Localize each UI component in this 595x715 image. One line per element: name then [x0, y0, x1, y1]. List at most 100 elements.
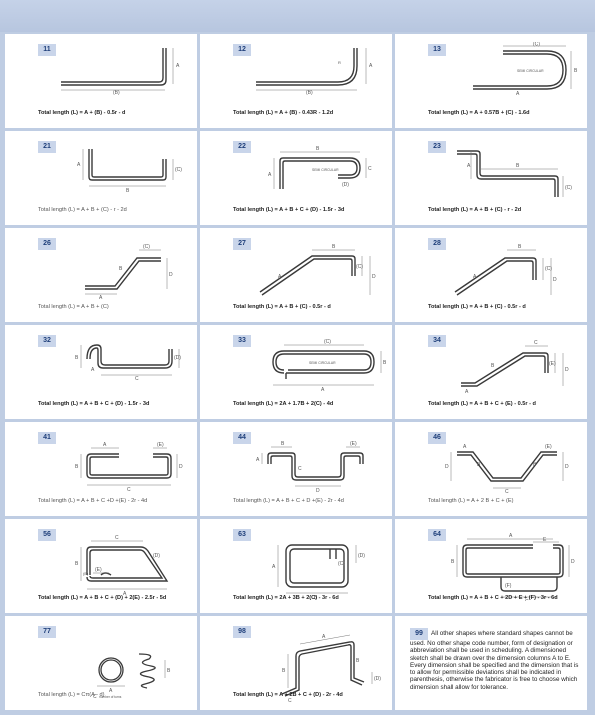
dimension-label: A	[369, 63, 373, 69]
shape-cell-22: 22 B A C SEMI CIRCULAR (D) Total length …	[200, 131, 392, 225]
shape-cell-77: 77 A B C number of turns Total length (L…	[5, 616, 197, 710]
dimension-label: B	[281, 441, 285, 447]
dimension-label: (D)	[153, 553, 160, 559]
shape-12-diagram: (B) A R	[256, 48, 373, 96]
shape-code-badge: 46	[428, 432, 446, 444]
dimension-label: C	[127, 487, 131, 493]
shape-cell-63: 63 A (D) B (C) Total length (L) = 2A + 3…	[200, 519, 392, 613]
dimension-label: A	[321, 387, 325, 393]
dimension-label: (B)	[113, 90, 120, 96]
dimension-label: (E)	[350, 441, 357, 447]
shape-cell-44: 44 B (E) A D C Total length (L) = A + B …	[200, 422, 392, 516]
dimension-label: B	[477, 462, 481, 468]
dimension-label: B	[119, 266, 123, 272]
shape-27-diagram: A B (C) D	[259, 244, 376, 296]
dimension-label: (E)	[549, 361, 556, 367]
svg-text:R: R	[338, 60, 341, 65]
dimension-label: (D)	[174, 355, 181, 361]
shape-code-badge: 28	[428, 238, 446, 250]
shape-cell-23: 23 A B (C) Total length (L) = A + B + (C…	[395, 131, 587, 225]
shape-28-diagram: A B (C) D	[454, 244, 557, 296]
dimension-label: A	[516, 91, 520, 97]
shape-41-diagram: A (E) B D C	[75, 442, 183, 493]
dimension-label: D	[372, 274, 376, 280]
shape-22-diagram: B A C SEMI CIRCULAR (D)	[268, 146, 372, 189]
dimension-label: C	[368, 166, 372, 172]
shape-cell-21: 21 A B (C) Total length (L) = A + B + (C…	[5, 131, 197, 225]
shape-code-badge: 22	[233, 141, 251, 153]
dimension-label: (D)	[342, 182, 349, 188]
shape-code-badge: 34	[428, 335, 446, 347]
total-length-formula: Total length (L) = 2A + 1.7B + 2(C) - 4d	[233, 401, 334, 407]
dimension-label: (E)	[545, 444, 552, 450]
shape-cell-98: 98 A B B (D) C Total length (L) = A + 2B…	[200, 616, 392, 710]
shape-64-diagram: A E B D C (F)	[451, 533, 575, 601]
dimension-label: C	[93, 694, 97, 700]
shape-34-diagram: A B C (E) D	[461, 340, 569, 395]
shape-11-diagram: (B) A	[61, 48, 180, 96]
shape-44-diagram: B (E) A D C	[256, 441, 364, 494]
shape-33-diagram: (C) SEMI CIRCULAR B A	[272, 339, 386, 393]
shape-code-badge: 98	[233, 626, 251, 638]
dimension-label: B	[451, 559, 455, 565]
dimension-label: B	[75, 355, 79, 361]
dimension-label: D	[445, 464, 449, 470]
dimension-label: A	[509, 533, 513, 539]
dimension-label: (C)	[545, 266, 552, 272]
dimension-label: B	[516, 163, 520, 169]
dimension-label: A	[103, 442, 107, 448]
total-length-formula: Total length (L) = A + B + (C)	[38, 304, 109, 310]
dimension-label: B	[491, 363, 495, 369]
shape-code-badge: 64	[428, 529, 446, 541]
shape-56-diagram: C B A (D) (E) (E)	[75, 535, 169, 597]
dimension-label: B	[75, 464, 79, 470]
dimension-label: C	[288, 698, 292, 704]
shape-cell-34: 34 A B C (E) D Total length (L) = A + B …	[395, 325, 587, 419]
dimension-label: B	[383, 360, 386, 366]
shape-13-diagram: SEMI CIRCULAR (C) B A	[473, 42, 578, 97]
dimension-label: A	[91, 367, 95, 373]
shape-code-badge: 11	[38, 44, 56, 56]
shape-26-diagram: A B (C) D	[85, 244, 173, 300]
shape-code-badge: 26	[38, 238, 56, 250]
shape-32-diagram: B A C (D)	[75, 344, 181, 382]
shape-code-badge: 44	[233, 432, 251, 444]
dimension-label: B	[356, 658, 360, 664]
shape-cell-28: 28 A B (C) D Total length (L) = A + B + …	[395, 228, 587, 322]
total-length-formula: Total length (L) = A + 0.57B + (C) - 1.6…	[428, 110, 530, 116]
shape-code-badge: 32	[38, 335, 56, 347]
dimension-label: (F)	[505, 583, 512, 589]
shape-63-diagram: A (D) B (C)	[272, 544, 365, 601]
shape-cell-41: 41 A (E) B D C Total length (L) = A + B …	[5, 422, 197, 516]
dimension-label: (E)	[95, 567, 102, 573]
shape-code-badge: 23	[428, 141, 446, 153]
shape-code-badge: 63	[233, 529, 251, 541]
dimension-label: D	[565, 367, 569, 373]
dimension-label: (E)	[83, 571, 89, 576]
shape-code-badge: 13	[428, 44, 446, 56]
total-length-formula: Total length (L) = A + 2 B + C + (E)	[428, 498, 514, 504]
dimension-label: A	[77, 162, 81, 168]
total-length-formula: Total length (L) = Cπ(A - d)	[38, 692, 105, 698]
dimension-label: C	[525, 599, 529, 601]
total-length-formula: Total length (L) = A + B + C + (D) - 1.5…	[233, 207, 345, 213]
total-length-formula: Total length (L) = A + B + C +D +(E) - 2…	[38, 498, 148, 504]
shape-21-diagram: A B (C)	[77, 149, 182, 194]
dimension-label: A	[467, 163, 471, 169]
shape-cell-64: 64 A E B D C (F) Total length (L) = A + …	[395, 519, 587, 613]
dimension-label: (C)	[324, 339, 331, 345]
shape-cell-33: 33 (C) SEMI CIRCULAR B A Total length (L…	[200, 325, 392, 419]
dimension-label: (B)	[306, 90, 313, 96]
total-length-formula: Total length (L) = 2A + 3B + 2(C) - 3r -…	[233, 595, 339, 601]
dimension-label: A	[123, 591, 127, 597]
dimension-label: B	[167, 668, 171, 674]
dimension-label: A	[256, 457, 260, 463]
dimension-label: A	[272, 564, 276, 570]
dimension-label: C	[534, 340, 538, 346]
total-length-formula: Total length (L) = A + 2B + C + (D) - 2r…	[233, 692, 343, 698]
shape-cell-26: 26 A B (C) D Total length (L) = A + B + …	[5, 228, 197, 322]
total-length-formula: Total length (L) = A + B + C + (D) - 1.5…	[38, 401, 150, 407]
shape-cell-46: 46 A (E) B B C D D Total length (L) = A …	[395, 422, 587, 516]
dimension-label: A	[473, 274, 477, 280]
